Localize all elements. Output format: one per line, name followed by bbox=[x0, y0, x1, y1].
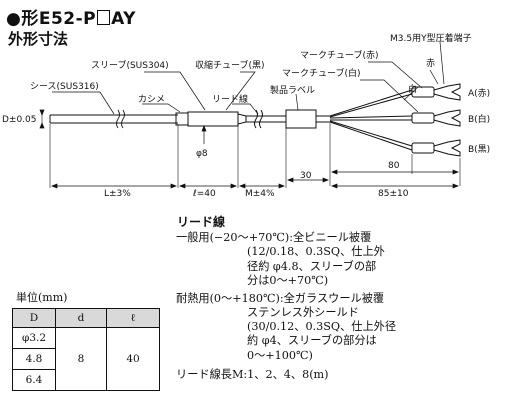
fan-out-wires bbox=[329, 89, 413, 151]
table-cell-ell-common: 40 bbox=[106, 327, 160, 391]
lead-spec-line: リード線長M:1、2、4、8(m) bbox=[176, 368, 329, 381]
lead-spec-line: ステンレス外シールド bbox=[247, 306, 359, 319]
sleeve-body bbox=[187, 111, 239, 127]
lead-spec-line: 径約 φ4.8、スリーブの部 bbox=[247, 260, 377, 273]
marker-tubes bbox=[411, 86, 435, 154]
label-marker-white: マークチューブ(白) bbox=[282, 67, 360, 79]
lead-spec-line: 耐熱用(0〜+180℃):全ガラスウール被覆 bbox=[176, 292, 385, 305]
title-model-suffix: AY bbox=[111, 9, 136, 29]
table-cell-d: 6.4 bbox=[12, 369, 56, 391]
label-out-b2: B(黒) bbox=[468, 144, 490, 155]
label-white-small: 白 bbox=[408, 83, 417, 95]
label-diameter: D±0.05 bbox=[2, 115, 37, 125]
label-product-label: 製品ラベル bbox=[270, 84, 315, 96]
unit-label: 単位(mm) bbox=[16, 291, 68, 304]
label-shrink-tube: 収縮チューブ(黒) bbox=[195, 59, 264, 71]
dim-l: L±3% bbox=[104, 189, 131, 199]
label-marker-red: マークチューブ(赤) bbox=[300, 49, 378, 61]
label-terminal: M3.5用Y型圧着端子 bbox=[390, 32, 472, 44]
shrink-tube bbox=[237, 113, 247, 125]
lead-wire-section bbox=[246, 109, 286, 129]
lead-spec-line: 0〜+100℃) bbox=[247, 349, 313, 362]
lead-spec-line: 一般用(−20〜+70℃):全ビニール被覆 bbox=[176, 231, 372, 244]
dimension-lines bbox=[39, 109, 459, 189]
label-sheath: シース(SUS316) bbox=[30, 82, 99, 92]
lead-spec-line: 約 φ4、スリーブの部分は bbox=[247, 334, 377, 347]
sheath-probe bbox=[49, 114, 178, 124]
table-cell-d: 4.8 bbox=[12, 348, 56, 370]
dimension-drawing: M3.5用Y型圧着端子 マークチューブ(赤) マークチューブ(白) 赤 白 スリ… bbox=[2, 32, 490, 199]
label-kashime: カシメ bbox=[138, 94, 165, 105]
dim-m: M±4% bbox=[245, 189, 275, 199]
lead-spec-line: (30/0.12、0.3SQ、仕上外径 bbox=[247, 320, 397, 333]
lead-spec-heading: リード線 bbox=[177, 215, 226, 229]
title-model-prefix: 形E52-P bbox=[21, 9, 97, 29]
dim-30: 30 bbox=[300, 171, 312, 181]
dim-ell: ℓ=40 bbox=[192, 189, 216, 199]
label-lead-wire: リード線 bbox=[212, 93, 248, 105]
table-cell-d-common: 8 bbox=[55, 327, 107, 391]
dimension-table: D d ℓ φ3.2 8 40 4.8 6.4 bbox=[12, 308, 160, 391]
lead-spec-line: 分は0〜+70℃) bbox=[247, 274, 329, 287]
label-out-a: A(赤) bbox=[468, 88, 490, 99]
label-out-b1: B(白) bbox=[468, 113, 490, 125]
title-bullet: ● bbox=[6, 9, 22, 29]
product-label-rect bbox=[285, 109, 330, 129]
table-header-d-lower: d bbox=[55, 308, 107, 328]
lead-spec-line: (12/0.18、0.3SQ、仕上外 bbox=[247, 245, 385, 258]
dim-80: 80 bbox=[388, 161, 400, 171]
label-red-small: 赤 bbox=[426, 58, 435, 69]
table-header-ell: ℓ bbox=[106, 308, 160, 328]
model-placeholder-box-icon bbox=[97, 10, 111, 25]
table-header-d-upper: D bbox=[12, 308, 56, 328]
label-phi8: φ8 bbox=[196, 149, 208, 159]
leader-lines bbox=[52, 41, 445, 115]
label-sleeve: スリーブ(SUS304) bbox=[91, 59, 169, 71]
model-title: ●形E52-P AY bbox=[6, 4, 136, 29]
table-cell-d: φ3.2 bbox=[12, 327, 56, 349]
extension-lines bbox=[49, 123, 461, 188]
page-subtitle: 外形寸法 bbox=[8, 30, 69, 48]
dim-85: 85±10 bbox=[378, 189, 409, 199]
y-terminal-icon bbox=[433, 83, 461, 157]
sheath-break-mark-icon bbox=[116, 109, 125, 129]
